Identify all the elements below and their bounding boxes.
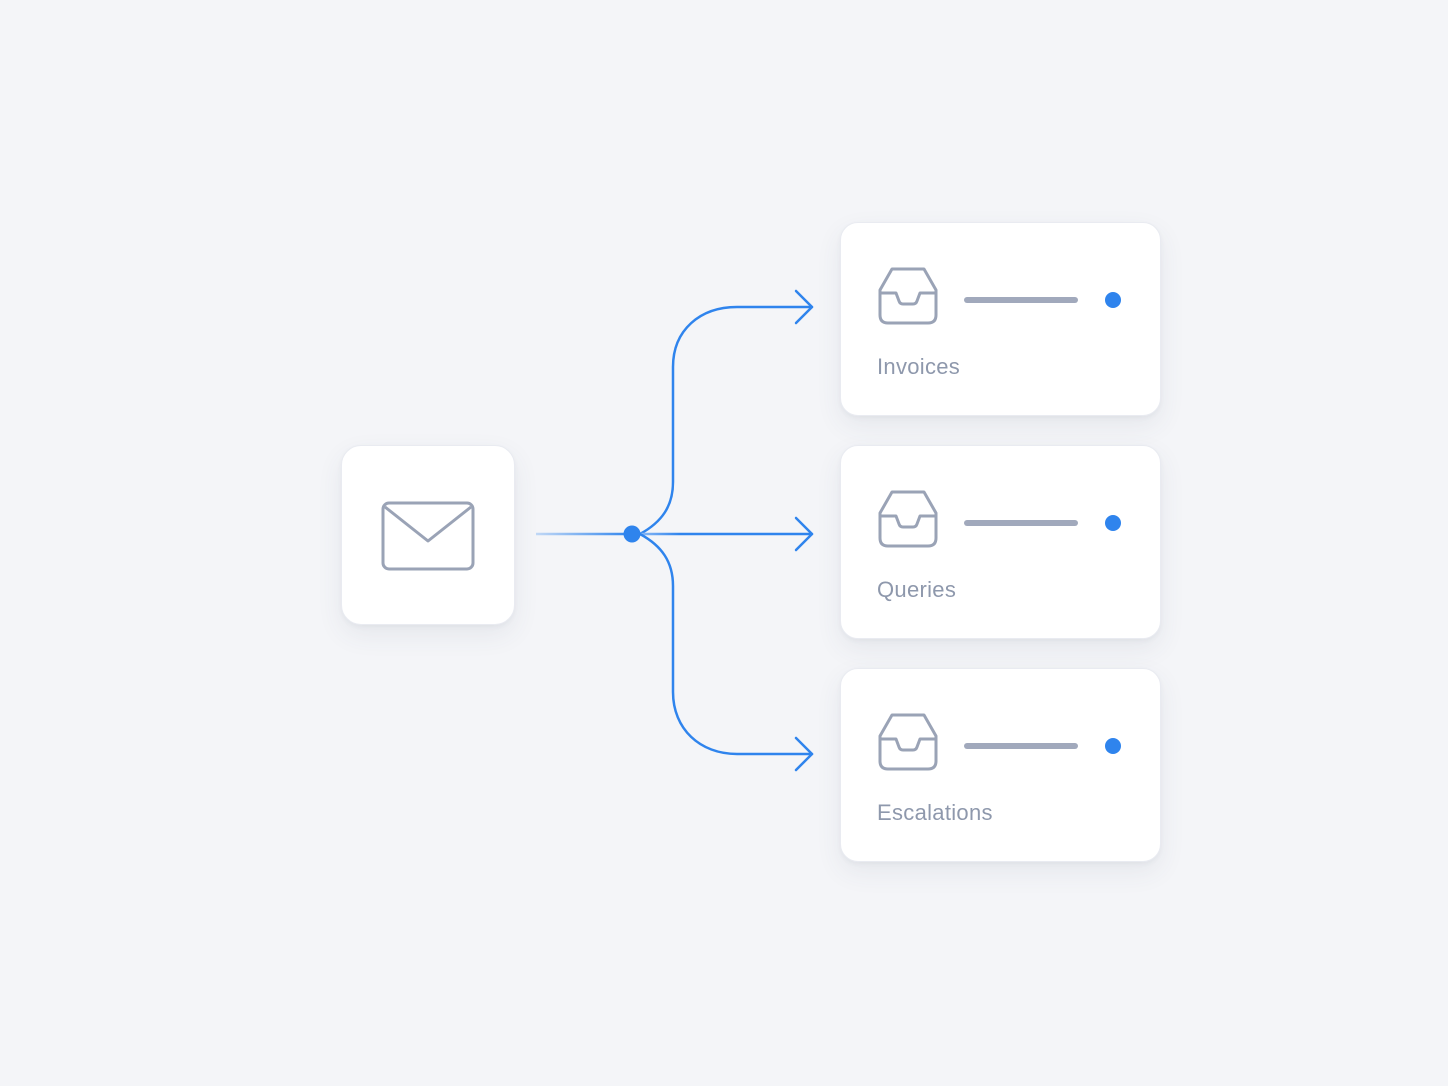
inbox-tray-icon [878,490,938,548]
status-dot [1105,738,1121,754]
placeholder-bar [964,297,1078,303]
junction-node [623,525,641,543]
destination-card-invoices[interactable]: Invoices [840,222,1161,416]
motion-lines [210,497,317,542]
arrowhead-queries [794,516,814,552]
branch-connector-escalations [638,532,814,756]
inbox-tray-icon [878,267,938,325]
destination-card-queries[interactable]: Queries [840,445,1161,639]
envelope-icon [381,501,475,571]
destination-label: Escalations [877,800,993,825]
placeholder-bar [964,743,1078,749]
destination-card-escalations[interactable]: Escalations [840,668,1161,862]
branch-connector-invoices [638,305,814,536]
arrowhead-escalations [794,736,814,772]
arrowhead-invoices [794,289,814,325]
inbox-tray-icon [878,713,938,771]
status-dot [1105,292,1121,308]
destination-label: Queries [877,577,957,602]
destination-label: Invoices [877,354,961,379]
placeholder-bar [964,520,1078,526]
status-dot [1105,515,1121,531]
incoming-email-card[interactable] [341,445,515,625]
